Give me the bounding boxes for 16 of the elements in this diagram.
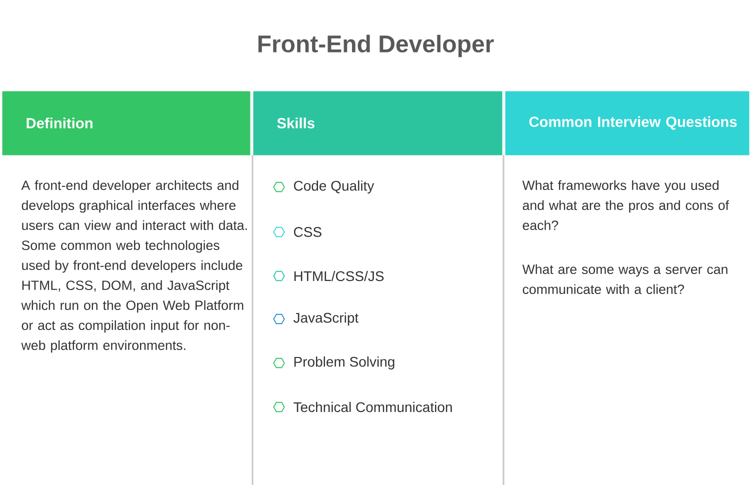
column-header [253, 91, 502, 156]
skill-item: JavaScript [293, 312, 359, 326]
header-text: Common Interview Questions [529, 116, 737, 130]
skill-item: CSS [294, 227, 322, 237]
header-text: Definition [26, 118, 92, 128]
column-header [2, 91, 250, 156]
column-header [505, 91, 750, 156]
skill-item: HTML/CSS/JS [294, 270, 384, 282]
skill-item: Code Quality [294, 180, 374, 194]
paragraph: A front-end developer architects and develops graphical interfaces where users can view and interact with data. Some common web technologies used by front-end developers include HTML, CSS, DOM, and JavaScript which run on the Open Web Platform or act as compilation input for non-web platform environments. [21, 180, 247, 353]
header-text: Skills [277, 118, 314, 128]
question-text: What frameworks have you used and what are the pros and cons of each? [522, 180, 730, 230]
skill-item: Problem Solving [294, 356, 394, 370]
skill-item: Technical Communication [294, 402, 452, 412]
title: Front-End Developer [258, 34, 494, 58]
question-text: What are some ways a server can communicate with a client? [522, 264, 728, 294]
